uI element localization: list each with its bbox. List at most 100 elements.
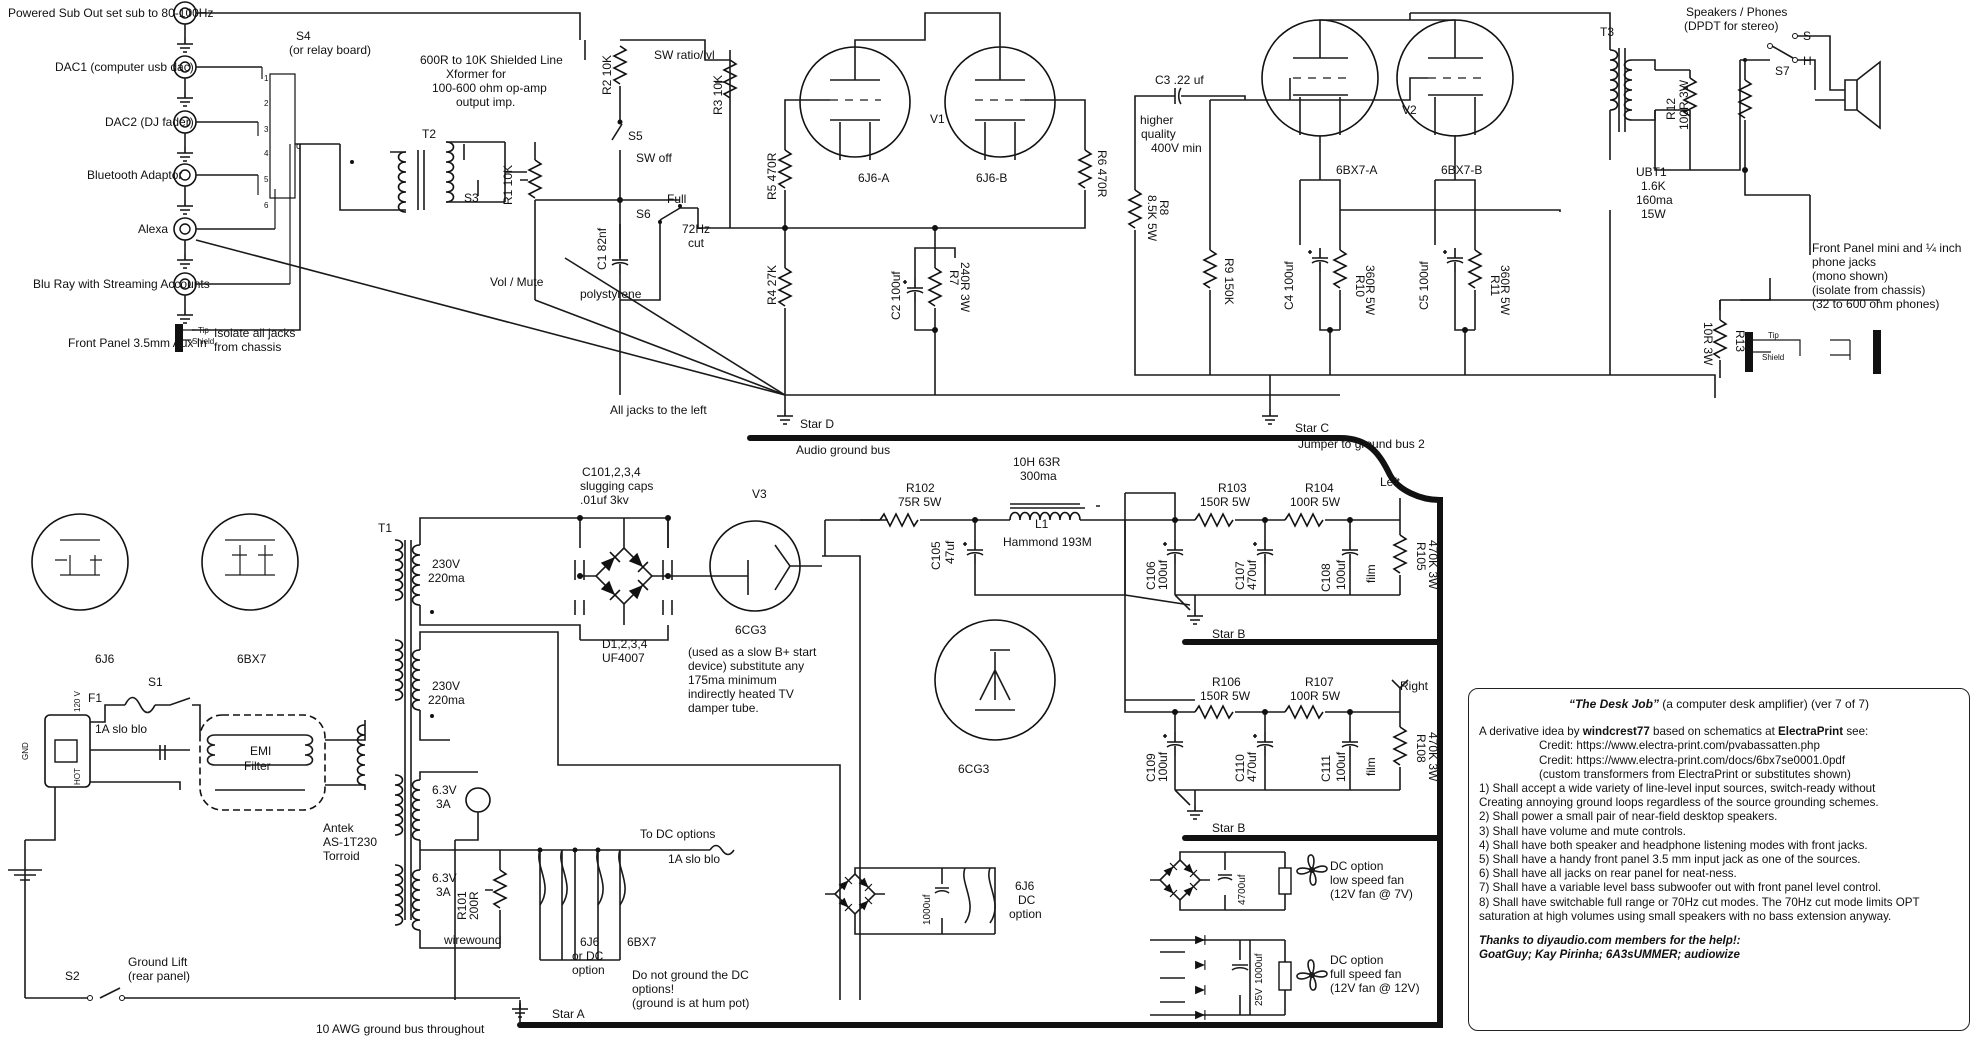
label-r9: R9 150K — [1222, 258, 1236, 305]
label-d1-b: UF4007 — [602, 651, 645, 665]
label-l1-c: L1 — [1035, 517, 1049, 531]
label-s2: S2 — [65, 969, 80, 983]
label-gl-1: Ground Lift — [128, 955, 188, 969]
label-r12a: R12 — [1664, 98, 1678, 120]
label-fp-3: (mono shown) — [1812, 269, 1888, 283]
label-r7a: R7 — [947, 270, 961, 286]
label-star-b-2: Star B — [1212, 821, 1245, 835]
label-right: Right — [1400, 679, 1429, 693]
label-cut-2: cut — [688, 236, 705, 250]
pinout-6cg3 — [934, 619, 1056, 741]
label-r101-b: 200R — [467, 891, 481, 920]
s4-pin-3: 3 — [264, 125, 269, 134]
info-derivative: A derivative idea by windcrest77 based o… — [1479, 725, 1959, 739]
label-opt-6j6-c: option — [572, 963, 605, 977]
label-s4-sub: (or relay board) — [289, 43, 371, 57]
info-req-8: 8) Shall have switchable full range or 7… — [1479, 895, 1920, 909]
info-derivative-post: see: — [1843, 725, 1869, 739]
label-c4: C4 100uf — [1282, 261, 1296, 310]
info-subtitle: (a computer desk amplifier) (ver 7 of 7) — [1658, 697, 1870, 711]
label-pinout-6j6: 6J6 — [95, 652, 115, 666]
v3-tube-6cg3 — [709, 519, 888, 1000]
label-c107-a: C107 — [1233, 561, 1247, 590]
label-v3-note-5: damper tube. — [688, 701, 759, 715]
label-shield-out: Shield — [1762, 353, 1784, 362]
label-dcl-2: low speed fan — [1330, 873, 1404, 887]
label-wirewound: wirewound — [443, 933, 501, 947]
label-tip-out: Tip — [1768, 331, 1779, 340]
label-s1: S1 — [148, 675, 163, 689]
label-dng-2: options! — [632, 982, 674, 996]
info-thanks-1: Thanks to diyaudio.com members for the h… — [1479, 934, 1741, 948]
label-l1-d: Hammond 193M — [1003, 535, 1092, 549]
label-opt-6bx7: 6BX7 — [627, 935, 657, 949]
label-c106-a: C106 — [1144, 561, 1158, 590]
label-c101-a: C101,2,3,4 — [582, 465, 641, 479]
label-r106-a: R106 — [1212, 675, 1241, 689]
info-site: ElectraPrint — [1778, 725, 1844, 739]
label-c109-b: 100uf — [1156, 751, 1170, 782]
label-r105-b: 470K 3W — [1426, 540, 1440, 590]
label-c106-b: 100uf — [1156, 559, 1170, 590]
label-xfmr-4: output imp. — [456, 95, 515, 109]
label-r12b: 100R 3W — [1677, 79, 1691, 130]
label-ubt1: UBT1 — [1636, 165, 1667, 179]
label-opt-6j6-a: 6J6 — [580, 935, 600, 949]
info-req-8b: saturation at high volumes using small s… — [1479, 909, 1892, 923]
label-audio-bus: Audio ground bus — [796, 443, 890, 457]
label-isolate-1: Isolate all jacks — [214, 326, 295, 340]
label-ubt2: 1.6K — [1641, 179, 1666, 193]
label-dcf-1: DC option — [1330, 953, 1383, 967]
label-v1b: 6J6-B — [976, 171, 1007, 185]
label-dcl-1: DC option — [1330, 859, 1383, 873]
label-c110-a: C110 — [1233, 754, 1247, 782]
label-ac-voltage: 120 V — [73, 690, 82, 712]
label-r11b: 360R 5W — [1498, 265, 1512, 316]
label-fp-5: (32 to 600 ohm phones) — [1812, 297, 1939, 311]
label-63v-b: 6.3V — [432, 871, 457, 885]
label-antek-2: AS-1T230 — [323, 835, 377, 849]
label-63v-a: 6.3V — [432, 783, 457, 797]
audio-ground-bus — [195, 239, 1443, 1028]
label-v3-note-4: indirectly heated TV — [688, 687, 794, 701]
label-s3: S3 — [464, 191, 479, 205]
label-t1: T1 — [378, 521, 392, 535]
sub-level-network — [535, 39, 737, 301]
label-ubt4: 15W — [1641, 207, 1666, 221]
info-req-1b: Creating annoying ground loops regardles… — [1479, 796, 1879, 810]
dc-fan-low — [1150, 851, 1328, 911]
label-cap-25v: 25V — [1254, 988, 1265, 1006]
label-220ma-b: 220ma — [428, 693, 465, 707]
label-c108-b: 100uf — [1334, 559, 1348, 590]
t1-power-transformer — [394, 517, 491, 1000]
output-transformer-speaker — [1609, 33, 1881, 378]
label-dcl-3: (12V fan @ 7V) — [1330, 887, 1413, 901]
s4-selector-switch — [192, 67, 354, 331]
label-r2: R2 10K — [600, 55, 614, 95]
info-panel: “The Desk Job” (a computer desk amplifie… — [1468, 688, 1970, 1031]
info-credit-1: Credit: https://www.electra-print.com/pv… — [1539, 739, 1820, 753]
pinout-6j6 — [31, 513, 129, 611]
input-jacks — [173, 1, 581, 352]
info-req-6: 6) Shall have all jacks on rear panel fo… — [1479, 867, 1737, 881]
label-r13a: R13 — [1733, 330, 1747, 352]
label-c101-c: .01uf 3kv — [580, 493, 629, 507]
label-c108-a: C108 — [1319, 563, 1333, 592]
label-hq-1: higher — [1140, 113, 1173, 127]
label-f1: F1 — [88, 691, 102, 705]
info-custom: (custom transformers from ElectraPrint o… — [1539, 767, 1851, 781]
label-3a-a: 3A — [436, 797, 451, 811]
label-antek-1: Antek — [323, 821, 355, 835]
label-hq-3: 400V min — [1151, 141, 1202, 155]
info-thanks-2: GoatGuy; Kay Pirinha; 6A3sUMMER; audiowi… — [1479, 948, 1740, 962]
label-r106-b: 150R 5W — [1200, 689, 1251, 703]
label-230v-a: 230V — [432, 557, 460, 571]
label-vol: Vol / Mute — [490, 275, 544, 289]
label-dc-6j6-b: DC — [1018, 893, 1036, 907]
label-s4: S4 — [296, 29, 311, 43]
label-shield-in: Shield — [192, 337, 214, 346]
label-c110-b: 470uf — [1245, 751, 1259, 782]
s4-pin-2: 2 — [264, 99, 269, 108]
label-r6: R6 470R — [1095, 150, 1109, 198]
